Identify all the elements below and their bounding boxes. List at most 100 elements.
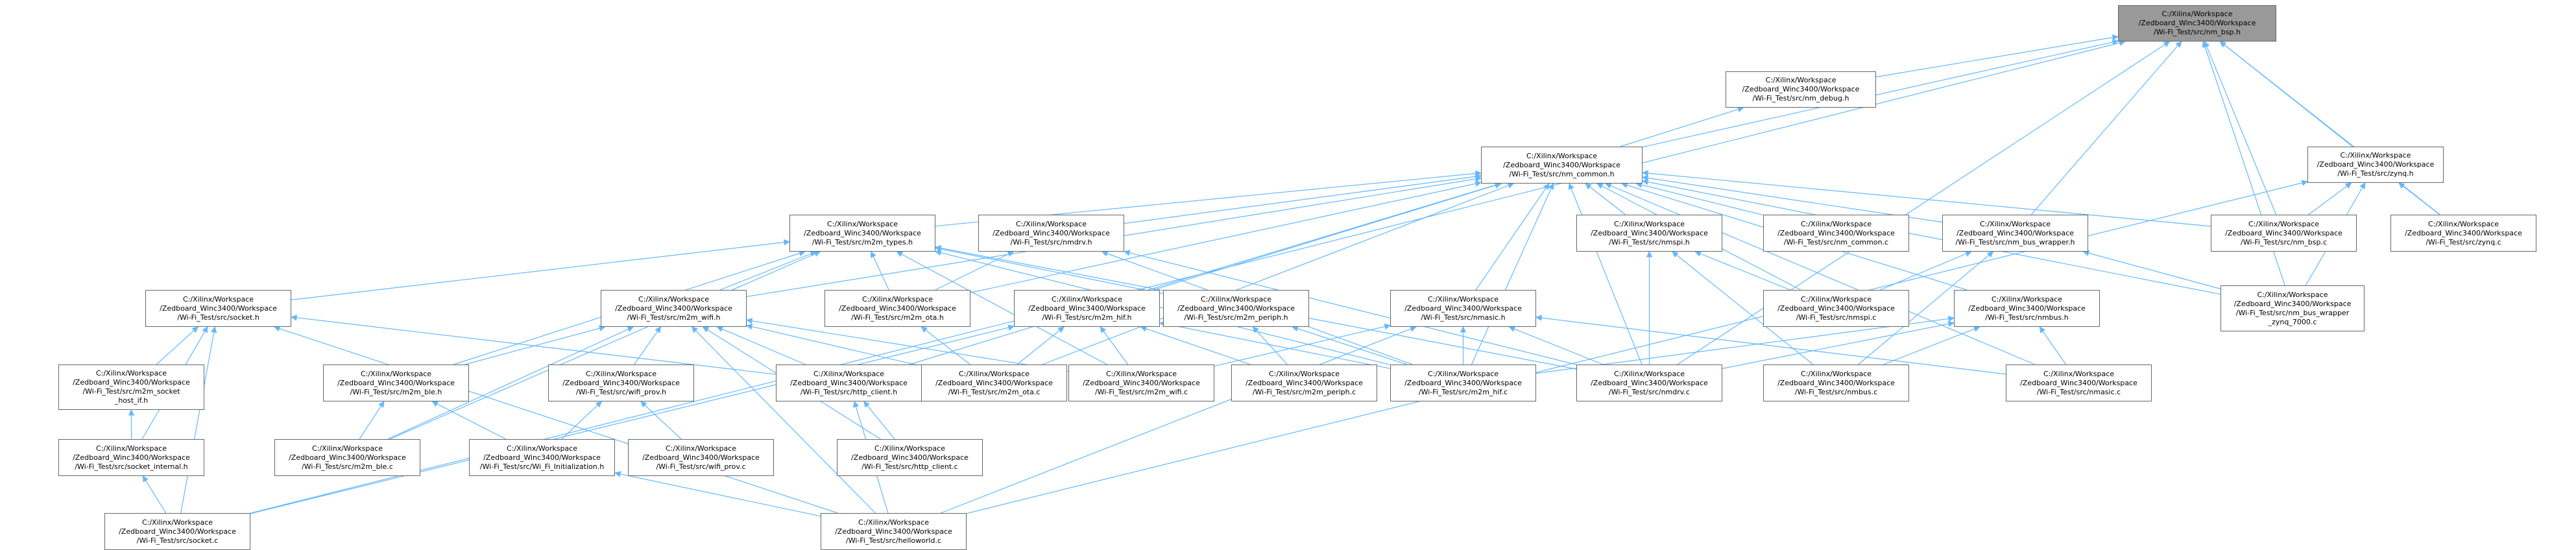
node-label-line: C:/Xilinx/Workspace	[1800, 294, 1872, 304]
graph-node[interactable]: C:/Xilinx/Workspace/Zedboard_Winc3400/Wo…	[274, 439, 420, 476]
node-label-line: /Zedboard_Winc3400/Workspace	[483, 453, 601, 462]
node-label-line: C:/Xilinx/Workspace	[1051, 294, 1123, 304]
node-label-line: C:/Xilinx/Workspace	[2248, 219, 2320, 228]
graph-node[interactable]: C:/Xilinx/Workspace/Zedboard_Winc3400/Wo…	[145, 290, 291, 327]
edge-n23-n34	[561, 401, 602, 440]
graph-node[interactable]: C:/Xilinx/Workspace/Zedboard_Winc3400/Wo…	[1481, 147, 1643, 184]
graph-node[interactable]: C:/Xilinx/Workspace/Zedboard_Winc3400/Wo…	[1576, 215, 1722, 252]
edge-n3-n7	[1585, 183, 1626, 215]
edge-n5-n13	[719, 250, 817, 291]
node-label-line: /Wi-Fi_Test/src/m2m_socket	[82, 387, 180, 396]
node-label-line: C:/Xilinx/Workspace	[2257, 290, 2328, 299]
edge-n34-n38	[614, 471, 821, 517]
node-label-line: C:/Xilinx/Workspace	[1427, 369, 1499, 378]
graph-node[interactable]: C:/Xilinx/Workspace/Zedboard_Winc3400/Wo…	[825, 290, 970, 327]
node-label-line: /Wi-Fi_Test/src/nmdrv.c	[1609, 387, 1690, 396]
graph-node[interactable]: C:/Xilinx/Workspace/Zedboard_Winc3400/Wo…	[58, 365, 204, 410]
graph-node[interactable]: C:/Xilinx/Workspace/Zedboard_Winc3400/Wo…	[2221, 285, 2365, 331]
node-label-line: /Wi-Fi_Test/src/m2m_wifi.h	[627, 313, 721, 322]
node-label-line: /Zedboard_Winc3400/Workspace	[73, 453, 190, 462]
graph-node[interactable]: C:/Xilinx/Workspace/Zedboard_Winc3400/Wo…	[1726, 71, 1876, 108]
graph-node-root[interactable]: C:/Xilinx/Workspace/Zedboard_Winc3400/Wo…	[2118, 5, 2276, 42]
graph-node[interactable]: C:/Xilinx/Workspace/Zedboard_Winc3400/Wo…	[628, 439, 774, 476]
graph-node[interactable]: C:/Xilinx/Workspace/Zedboard_Winc3400/Wo…	[1954, 290, 2100, 327]
graph-node[interactable]: C:/Xilinx/Workspace/Zedboard_Winc3400/Wo…	[104, 513, 250, 550]
graph-node[interactable]: C:/Xilinx/Workspace/Zedboard_Winc3400/Wo…	[978, 215, 1124, 252]
graph-node[interactable]: C:/Xilinx/Workspace/Zedboard_Winc3400/Wo…	[2307, 147, 2444, 183]
node-label-line: C:/Xilinx/Workspace	[1979, 219, 2051, 228]
graph-node[interactable]: C:/Xilinx/Workspace/Zedboard_Winc3400/Wo…	[1763, 290, 1909, 327]
graph-node[interactable]: C:/Xilinx/Workspace/Zedboard_Winc3400/Wo…	[1068, 365, 1214, 401]
node-label-line: /Wi-Fi_Test/src/m2m_hif.h	[1042, 313, 1132, 322]
graph-node[interactable]: C:/Xilinx/Workspace/Zedboard_Winc3400/Wo…	[2390, 215, 2536, 252]
node-label-line: /Wi-Fi_Test/src/zynq.c	[2426, 237, 2501, 246]
edge-n7-n30	[1672, 251, 1814, 365]
graph-node[interactable]: C:/Xilinx/Workspace/Zedboard_Winc3400/Wo…	[837, 439, 983, 476]
node-label-line: /Zedboard_Winc3400/Workspace	[1591, 228, 1708, 237]
graph-node[interactable]: C:/Xilinx/Workspace/Zedboard_Winc3400/Wo…	[548, 365, 694, 401]
node-label-line: /Wi-Fi_Test/src/m2m_ble.h	[350, 387, 442, 396]
node-label-line: C:/Xilinx/Workspace	[360, 369, 432, 378]
graph-node[interactable]: C:/Xilinx/Workspace/Zedboard_Winc3400/Wo…	[1014, 290, 1160, 327]
graph-node[interactable]: C:/Xilinx/Workspace/Zedboard_Winc3400/Wo…	[821, 513, 967, 550]
graph-node[interactable]: C:/Xilinx/Workspace/Zedboard_Winc3400/Wo…	[776, 365, 922, 401]
edge-n24-n36	[863, 401, 895, 440]
edge-n13-n22	[464, 325, 606, 365]
node-label-line: /Zedboard_Winc3400/Workspace	[2233, 299, 2352, 308]
edge-n23-n35	[640, 401, 682, 440]
graph-node[interactable]: C:/Xilinx/Workspace/Zedboard_Winc3400/Wo…	[2211, 215, 2357, 252]
graph-node[interactable]: C:/Xilinx/Workspace/Zedboard_Winc3400/Wo…	[1390, 365, 1536, 401]
graph-node[interactable]: C:/Xilinx/Workspace/Zedboard_Winc3400/Wo…	[1942, 215, 2088, 252]
graph-node[interactable]: C:/Xilinx/Workspace/Zedboard_Winc3400/Wo…	[1163, 290, 1309, 327]
graph-node[interactable]: C:/Xilinx/Workspace/Zedboard_Winc3400/Wo…	[921, 365, 1067, 401]
edge-n3-n31	[1605, 182, 2036, 365]
edge-n3-n6	[1124, 173, 1482, 224]
node-label-line: /Zedboard_Winc3400/Workspace	[1777, 304, 1895, 313]
node-label-line: /Zedboard_Winc3400/Workspace	[1404, 304, 1522, 313]
graph-node[interactable]: C:/Xilinx/Workspace/Zedboard_Winc3400/Wo…	[58, 439, 204, 476]
edge-n15-n25	[1017, 326, 1065, 365]
node-label-line: C:/Xilinx/Workspace	[182, 294, 254, 304]
node-label-line: C:/Xilinx/Workspace	[861, 294, 933, 304]
edge-n9-n20	[2082, 250, 2221, 289]
node-label-line: /Wi-Fi_Test/src/socket.c	[136, 536, 219, 545]
graph-node[interactable]: C:/Xilinx/Workspace/Zedboard_Winc3400/Wo…	[323, 365, 469, 401]
edge-n3-n29	[1568, 183, 1643, 365]
graph-node[interactable]: C:/Xilinx/Workspace/Zedboard_Winc3400/Wo…	[1763, 215, 1909, 252]
graph-node[interactable]: C:/Xilinx/Workspace/Zedboard_Winc3400/Wo…	[789, 215, 935, 252]
graph-node[interactable]: C:/Xilinx/Workspace/Zedboard_Winc3400/Wo…	[1763, 365, 1909, 401]
node-label-line: C:/Xilinx/Workspace	[1268, 369, 1340, 378]
node-label-line: /Zedboard_Winc3400/Workspace	[289, 453, 406, 462]
node-label-line: /Wi-Fi_Test/src/m2m_ota.h	[851, 313, 944, 322]
node-label-line: /Zedboard_Winc3400/Workspace	[1503, 160, 1620, 169]
node-label-line: /Zedboard_Winc3400/Workspace	[935, 378, 1053, 387]
graph-node[interactable]: C:/Xilinx/Workspace/Zedboard_Winc3400/Wo…	[469, 439, 615, 476]
node-label-line: C:/Xilinx/Workspace	[1526, 151, 1598, 160]
graph-node[interactable]: C:/Xilinx/Workspace/Zedboard_Winc3400/Wo…	[1390, 290, 1536, 327]
node-label-line: /Wi-Fi_Test/src/nm_bsp.c	[2240, 237, 2327, 246]
node-label-line: C:/Xilinx/Workspace	[1015, 219, 1087, 228]
node-label-line: C:/Xilinx/Workspace	[858, 518, 930, 527]
edge-n4-n11	[2398, 182, 2440, 215]
node-label-line: /Zedboard_Winc3400/Workspace	[1956, 228, 2074, 237]
edge-n5-n16	[935, 246, 1164, 294]
node-label-line: /Wi-Fi_Test/src/socket_internal.h	[75, 462, 188, 471]
node-label-line: /Wi-Fi_Test/src/m2m_hif.c	[1418, 387, 1508, 396]
node-label-line: /Wi-Fi_Test/src/nm_bus_wrapper	[2235, 308, 2350, 317]
edge-n3-n14	[970, 180, 1482, 293]
edge-n17-n38	[941, 326, 1417, 514]
graph-node[interactable]: C:/Xilinx/Workspace/Zedboard_Winc3400/Wo…	[1576, 365, 1722, 401]
edge-n3-n28	[1471, 183, 1554, 365]
edge-n3-n15	[1148, 182, 1502, 291]
edge-n19-n28	[1535, 315, 1955, 374]
edge-n13-n33	[387, 326, 634, 440]
node-label-line: /Wi-Fi_Test/src/Wi_Fi_Initialization.h	[479, 462, 605, 471]
edge-n17-n31	[1535, 315, 2006, 375]
graph-node[interactable]: C:/Xilinx/Workspace/Zedboard_Winc3400/Wo…	[601, 290, 747, 327]
edge-n15-n37	[250, 324, 1015, 514]
graph-node[interactable]: C:/Xilinx/Workspace/Zedboard_Winc3400/Wo…	[2006, 365, 2152, 401]
graph-node[interactable]: C:/Xilinx/Workspace/Zedboard_Winc3400/Wo…	[1231, 365, 1377, 401]
node-label-line: C:/Xilinx/Workspace	[874, 444, 946, 453]
node-label-line: /Wi-Fi_Test/src/m2m_wifi.c	[1094, 387, 1188, 396]
node-label-line: /Wi-Fi_Test/src/nmbus.c	[1794, 387, 1878, 396]
